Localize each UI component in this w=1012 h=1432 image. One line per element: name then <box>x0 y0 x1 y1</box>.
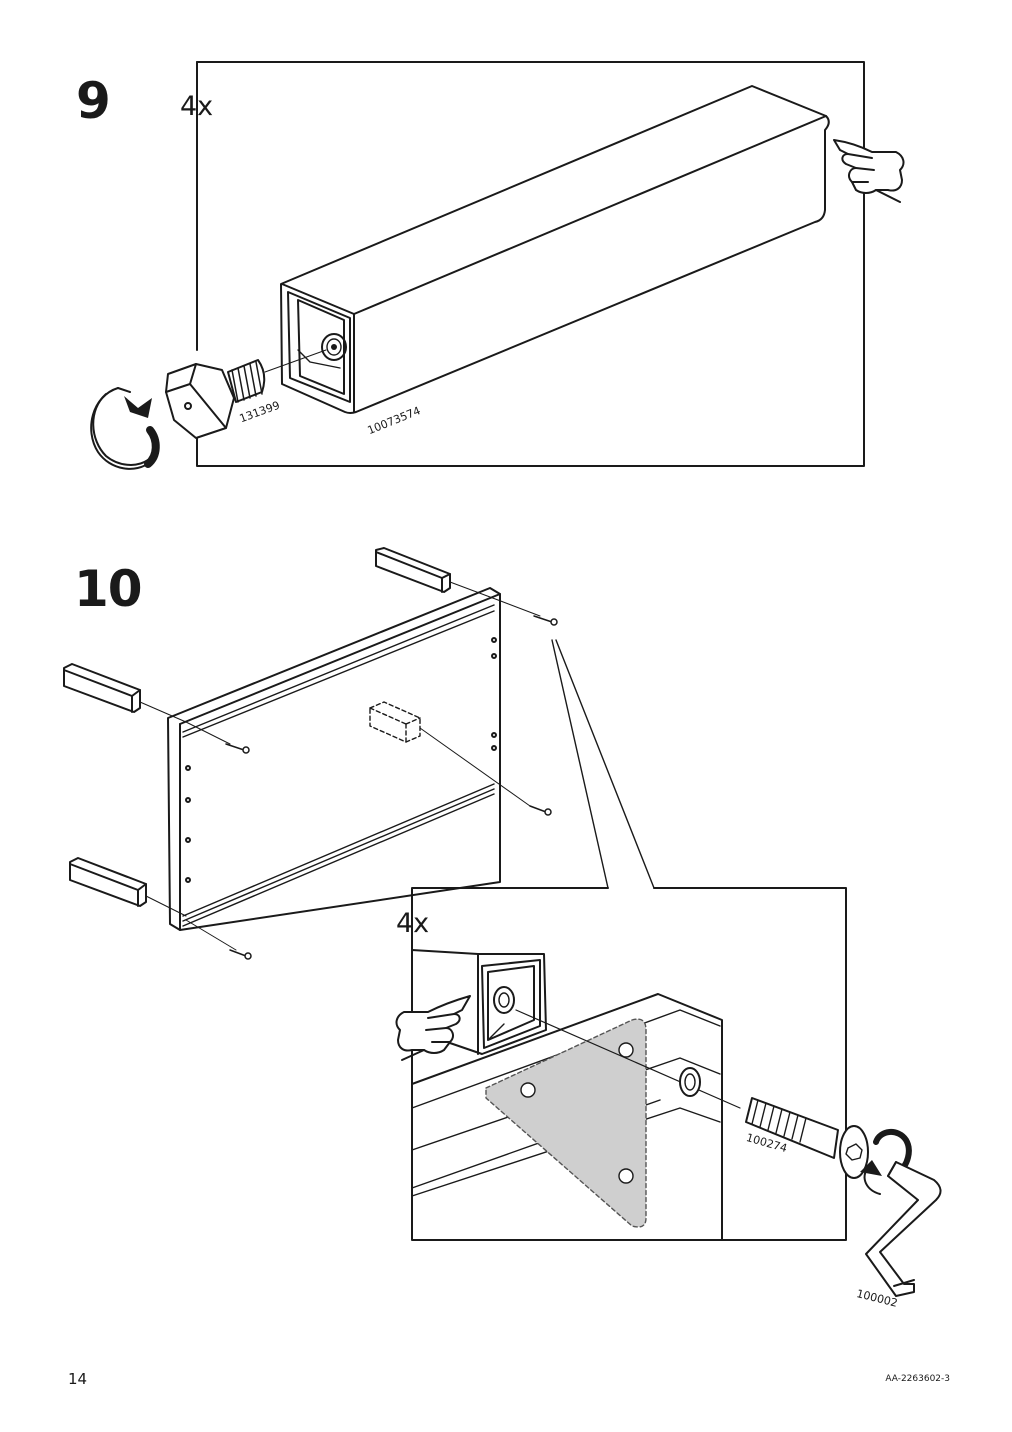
leg-left-top <box>63 663 141 713</box>
leg-top-right <box>375 547 451 593</box>
detail-frame <box>411 887 847 1241</box>
document-code: AA-2263602-3 <box>885 1374 950 1384</box>
hex-key-icon <box>865 1161 942 1297</box>
hand-push-icon <box>833 139 905 203</box>
frame-panel <box>167 587 501 931</box>
rotate-arrow-icon <box>90 387 160 470</box>
foot-131399 <box>165 359 266 439</box>
guide-lines <box>139 581 541 951</box>
zoom-callout <box>551 639 655 889</box>
step-10-number: 10 <box>74 560 143 618</box>
detail-guide <box>515 1009 741 1109</box>
leg-10073574 <box>280 85 830 414</box>
hand-push-icon <box>395 995 471 1061</box>
leg-left-bottom <box>69 857 147 907</box>
step-9-number: 9 <box>76 72 111 130</box>
bolt-100274 <box>745 1097 869 1179</box>
step-10-quantity: 4x <box>396 908 430 939</box>
hidden-leg-dashed <box>369 701 421 743</box>
page-number: 14 <box>68 1370 88 1388</box>
bolt-small <box>225 615 558 960</box>
detail-bracket <box>485 1018 647 1228</box>
rotate-arrow-icon <box>860 1129 912 1195</box>
step-9-quantity: 4x <box>180 91 214 122</box>
